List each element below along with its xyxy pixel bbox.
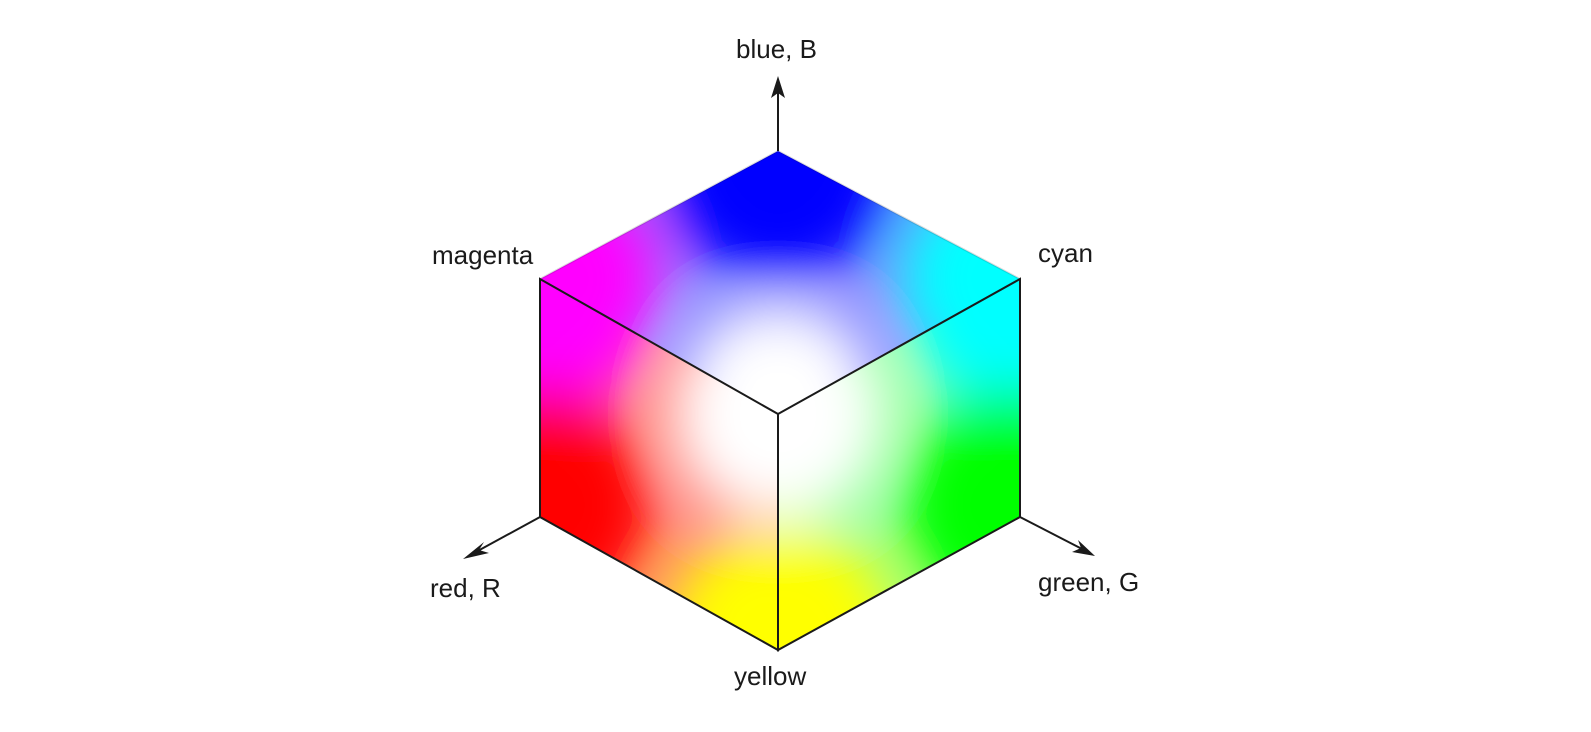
cube-edges — [539, 150, 1021, 652]
blue-axis-label: blue, B — [736, 34, 817, 64]
green-axis-label: green, G — [1038, 567, 1140, 597]
green-axis-arrow — [1019, 516, 1095, 556]
red-axis-arrow — [463, 516, 541, 559]
magenta-corner-label: magenta — [432, 240, 534, 270]
cyan-corner-label: cyan — [1038, 238, 1093, 268]
yellow-corner-label: yellow — [734, 661, 807, 691]
red-axis-label: red, R — [430, 573, 501, 603]
blue-axis-arrow — [771, 76, 785, 151]
